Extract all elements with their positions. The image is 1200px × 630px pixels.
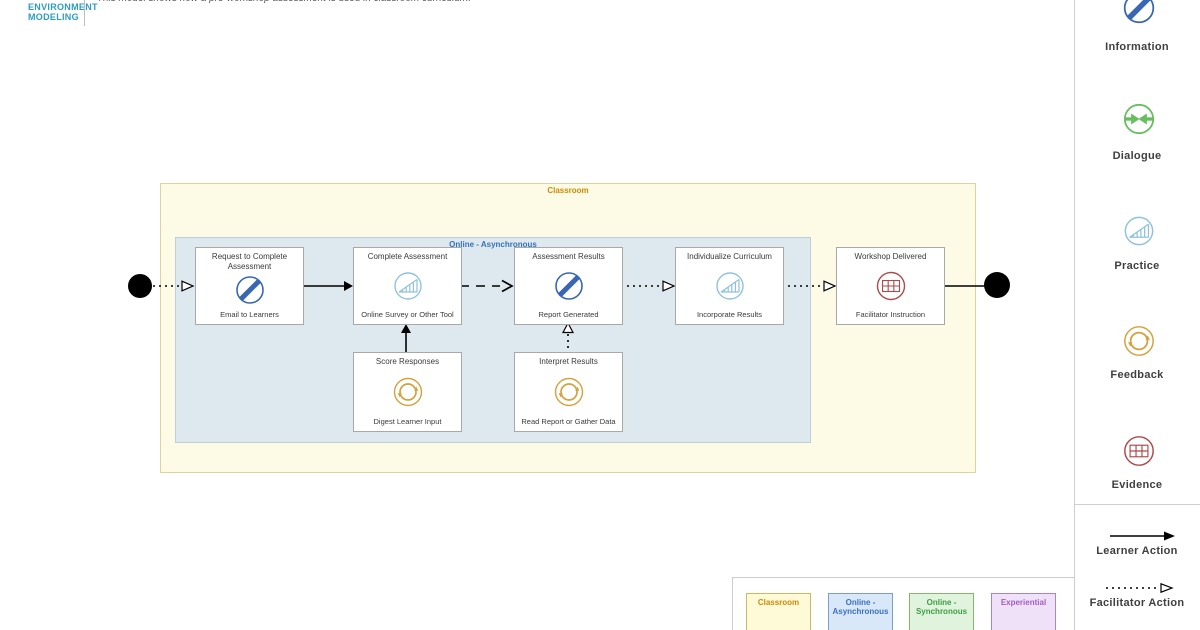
node-interpret-results: Interpret Results Read Report or Gather … [514,352,623,432]
learner-arrow-request-to-complete [300,281,353,291]
node-title: Request to Complete Assessment [211,252,288,271]
dashed-arrow-complete-to-results [460,279,514,293]
logo-line: LEARNING [28,0,98,2]
practice-icon [1118,210,1160,252]
legend-label-evidence: Evidence [1111,479,1163,491]
start-node [128,274,152,298]
legend-label-information: Information [1105,41,1169,53]
header-divider [84,0,85,26]
node-caption: Facilitator Instruction [855,310,926,319]
node-caption: Report Generated [538,310,599,319]
facilitator-arrow-interpret-to-results [562,322,574,353]
node-request-to-complete-assessment: Request to Complete Assessment Email to … [195,247,304,325]
connector-workshop-to-end [943,285,985,287]
node-caption: Digest Learner Input [373,417,442,426]
information-icon [1117,0,1161,30]
feedback-icon [1118,320,1160,362]
practice-icon [710,266,750,306]
legend-label-practice: Practice [1114,260,1160,272]
node-caption: Incorporate Results [696,310,763,319]
legend-box-classroom: Classroom [746,593,811,630]
evidence-icon [1118,430,1160,472]
node-assessment-results: Assessment Results Report Generated [514,247,623,325]
sidebar-section-divider [1074,504,1200,505]
classroom-container-label: Classroom [547,186,589,195]
node-workshop-delivered: Workshop Delivered Facilitator Instructi… [836,247,945,325]
environment-legend: Classroom Online - Asynchronous Online -… [732,577,1075,630]
node-caption: Email to Learners [220,310,279,319]
information-icon [549,266,589,306]
model-description: This model shows how a pre-workshop asse… [97,0,471,4]
logo-line: MODELING [28,12,79,22]
legend-box-experiential: Experiential [991,593,1056,630]
node-title: Assessment Results [532,252,605,261]
feedback-icon [388,372,428,412]
node-title: Individualize Curriculum [687,252,772,261]
node-title: Workshop Delivered [854,252,927,261]
dialogue-icon [1118,98,1160,140]
facilitator-action-arrow [1106,582,1174,594]
learner-action-arrow [1110,531,1175,541]
evidence-icon [871,266,911,306]
sidebar-left-divider [1074,0,1075,630]
node-title: Interpret Results [539,357,598,366]
node-title: Complete Assessment [367,252,448,261]
legend-box-online-asynchronous: Online - Asynchronous [828,593,893,630]
end-node [984,272,1010,298]
node-caption: Read Report or Gather Data [521,417,616,426]
practice-icon [388,266,428,306]
feedback-icon [549,372,589,412]
online-asynchronous-container-label: Online - Asynchronous [449,240,537,249]
facilitator-arrow-individualize-to-workshop [782,280,837,292]
facilitator-arrow-start-to-request [153,280,195,292]
legend-label-feedback: Feedback [1110,369,1164,381]
node-title: Score Responses [375,357,440,366]
information-icon [230,270,270,310]
lem-logo: LEARNING ENVIRONMENT MODELING [28,0,98,23]
legend-label-dialogue: Dialogue [1112,150,1162,162]
legend-box-online-synchronous: Online - Synchronous [909,593,974,630]
node-caption: Online Survey or Other Tool [361,310,454,319]
node-score-responses: Score Responses Digest Learner Input [353,352,462,432]
node-individualize-curriculum: Individualize Curriculum Incorporate Res… [675,247,784,325]
legend-label-facilitator-action: Facilitator Action [1089,597,1185,609]
logo-line: ENVIRONMENT [28,1,98,12]
learner-arrow-score-to-complete [401,324,411,353]
legend-label-learner-action: Learner Action [1096,545,1178,557]
facilitator-arrow-results-to-individualize [621,280,676,292]
node-complete-assessment: Complete Assessment Online Survey or Oth… [353,247,462,325]
